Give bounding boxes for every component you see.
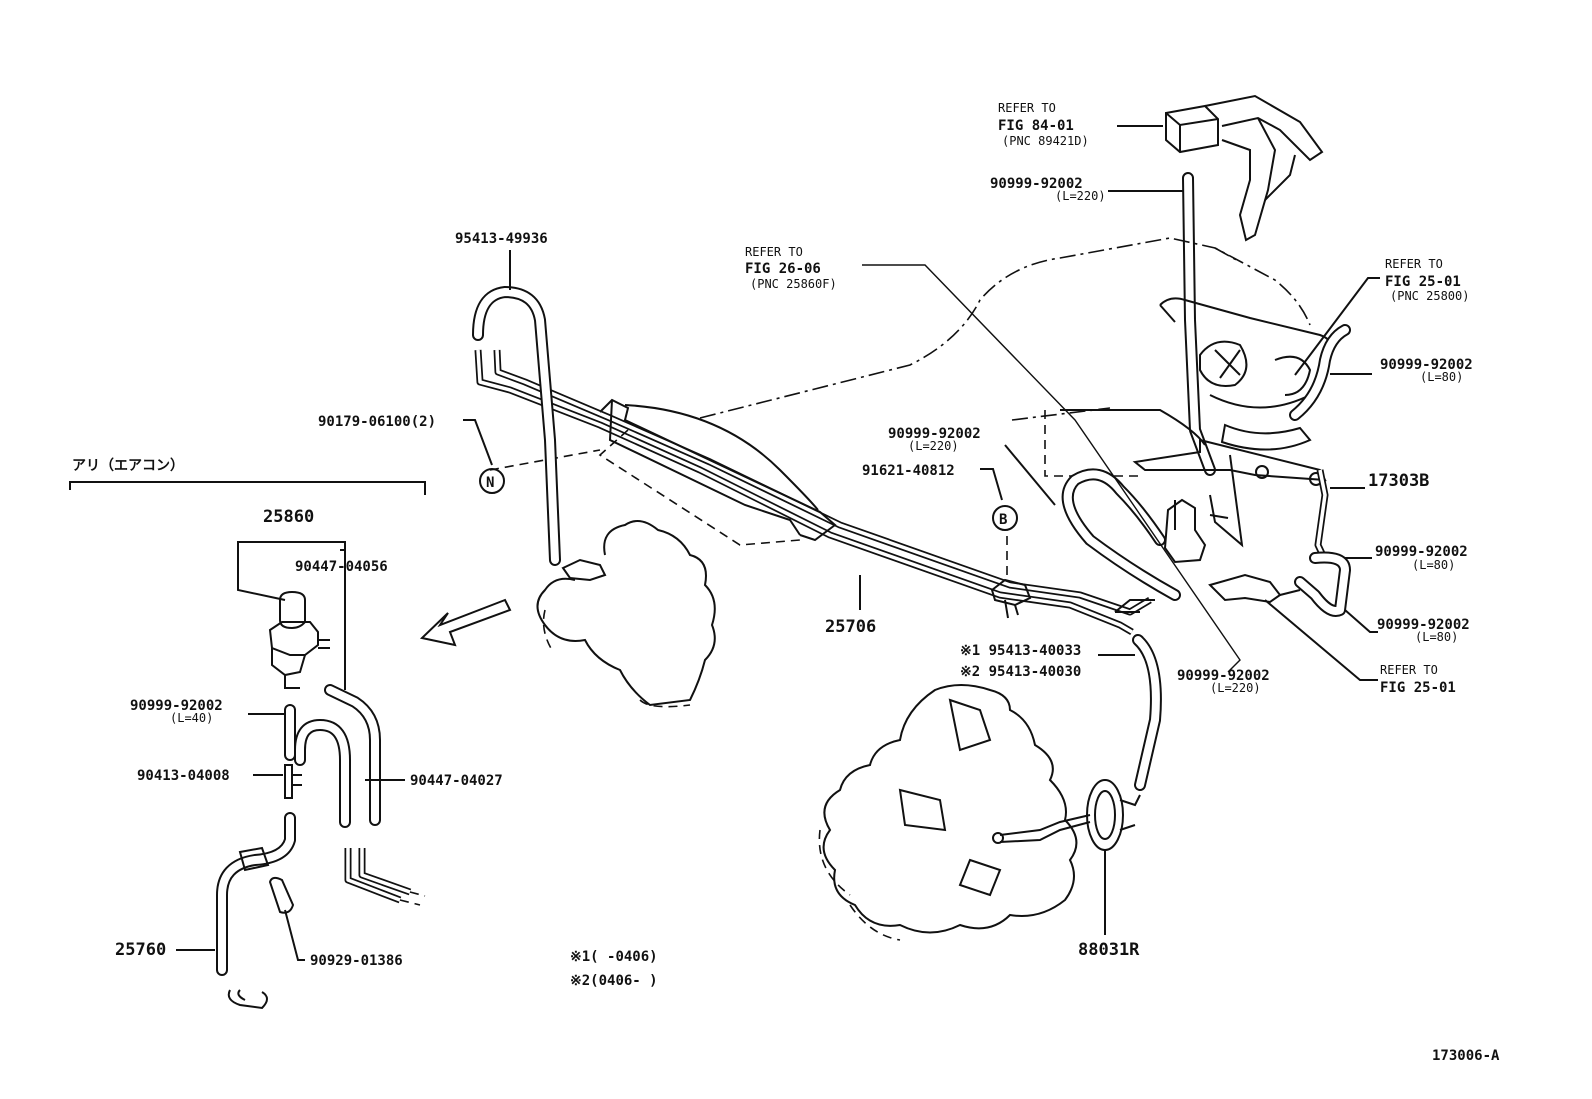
hose-right2-label: 90999-92002 <box>1375 544 1468 560</box>
hose-right1-len: (L=80) <box>1420 370 1463 384</box>
hose-right1-label: 90999-92002 <box>1380 357 1473 373</box>
refer-26-line1: REFER TO <box>745 245 803 259</box>
hose-right3-label: 90999-92002 <box>1377 617 1470 633</box>
part-91621: 91621-40812 <box>862 463 955 479</box>
refer-25a-line3: (PNC 25800) <box>1390 289 1469 303</box>
vsv-25860 <box>268 590 330 689</box>
vsv-center <box>1163 498 1207 564</box>
hose-mid-label: 90999-92002 <box>888 426 981 442</box>
engine-outline-2 <box>1214 247 1241 263</box>
refer-84-line3: (PNC 89421D) <box>1002 134 1089 148</box>
refer-26-line3: (PNC 25860F) <box>750 277 837 291</box>
pipe-clamp-left <box>599 398 837 542</box>
leader-90179 <box>463 419 493 466</box>
hose-95413-49936 <box>472 286 561 566</box>
part-88031R: 88031R <box>1078 940 1140 960</box>
footnote-2: ※2(0406- ) <box>570 973 658 989</box>
pipe-25706 <box>474 349 1155 636</box>
part-25860: 25860 <box>263 507 314 527</box>
aircon-bracket-line <box>69 481 426 495</box>
hose-90447-04056 <box>294 684 381 828</box>
callout-N-circle <box>479 468 505 494</box>
refer-25b-line2: FIG 25-01 <box>1380 680 1456 696</box>
hose-right-1 <box>1289 324 1351 421</box>
callout-N: N <box>486 475 494 491</box>
pipe-clamp-right <box>990 578 1032 619</box>
leader-91621 <box>980 468 1003 501</box>
canister-bracket-illustration <box>1165 94 1324 242</box>
callout-B-circle <box>992 505 1018 531</box>
refer-84-line1: REFER TO <box>998 101 1056 115</box>
arrow-left-icon <box>419 598 512 647</box>
refer-84-line2: FIG 84-01 <box>998 118 1074 134</box>
engine-body-lower-dashed <box>818 829 901 941</box>
hose-top-label: 90999-92002 <box>990 176 1083 192</box>
labels: REFER TO FIG 84-01 (PNC 89421D) 90999-92… <box>72 101 1500 1064</box>
hose-booster <box>1132 634 1162 791</box>
part-90447-04027: 90447-04027 <box>410 773 503 789</box>
hose-bottom-label: 90999-92002 <box>1177 668 1270 684</box>
part-95413-49936: 95413-49936 <box>455 231 548 247</box>
part-90447-04056: 90447-04056 <box>295 559 388 575</box>
hose-bottom-len: (L=220) <box>1210 681 1261 695</box>
leader-N-dashed <box>489 449 601 471</box>
part-90413: 90413-04008 <box>137 768 230 784</box>
engine-dashed-left <box>598 429 801 546</box>
leader-90929 <box>284 909 305 961</box>
hose-mid-loop <box>1061 468 1181 601</box>
engine-body-lower-details <box>898 698 1002 897</box>
hose-left-label: 90999-92002 <box>130 698 223 714</box>
hose-top-vertical <box>1182 172 1216 476</box>
hose-mid-len: (L=220) <box>908 439 959 453</box>
hose-clip-left <box>561 558 607 582</box>
leader-25860-b <box>237 573 286 601</box>
engine-body-left-dashed <box>542 609 691 708</box>
vsv-bottom-right <box>1208 573 1301 604</box>
leader-refer-25b <box>1264 599 1378 681</box>
refer-25a-line1: REFER TO <box>1385 257 1443 271</box>
intake-curve <box>624 404 819 511</box>
refer-26-line2: FIG 26-06 <box>745 261 821 277</box>
leader-hose-right-3 <box>1344 609 1378 633</box>
engine-body-left <box>536 520 716 707</box>
footnote-1: ※1( -0406) <box>570 949 658 965</box>
note2-part: ※2 95413-40030 <box>960 664 1081 680</box>
hose-right3-len: (L=80) <box>1415 630 1458 644</box>
hose-right2-len: (L=80) <box>1412 558 1455 572</box>
part-17303B: 17303B <box>1368 471 1429 491</box>
part-25706: 25706 <box>825 617 876 637</box>
note1-part: ※1 95413-40033 <box>960 643 1081 659</box>
union-90413 <box>284 764 302 799</box>
hose-top-len: (L=220) <box>1055 189 1106 203</box>
refer-25a-line2: FIG 25-01 <box>1385 274 1461 290</box>
callout-B: B <box>999 512 1007 528</box>
engine-body-lower <box>822 684 1078 934</box>
engine-outline <box>699 237 1311 421</box>
hose-left-len: (L=40) <box>170 711 213 725</box>
part-90179: 90179-06100(2) <box>318 414 436 430</box>
pipes-lower-left <box>344 848 426 906</box>
part-25760: 25760 <box>115 940 166 960</box>
hose-right-u <box>1294 551 1351 617</box>
hose-end-hook <box>227 989 268 1010</box>
hose-25760 <box>216 812 296 976</box>
aircon-label: アリ（エアコン） <box>72 458 184 474</box>
leader-refer-25a <box>1294 277 1380 376</box>
clamp-90929 <box>268 876 295 914</box>
refer-25b-line1: REFER TO <box>1380 663 1438 677</box>
leader-90447-04056 <box>340 549 346 690</box>
leader-refer-26 <box>862 264 1241 673</box>
part-90929: 90929-01386 <box>310 953 403 969</box>
leader-hose-mid <box>1004 444 1056 506</box>
figure-id: 173006-A <box>1432 1048 1500 1064</box>
